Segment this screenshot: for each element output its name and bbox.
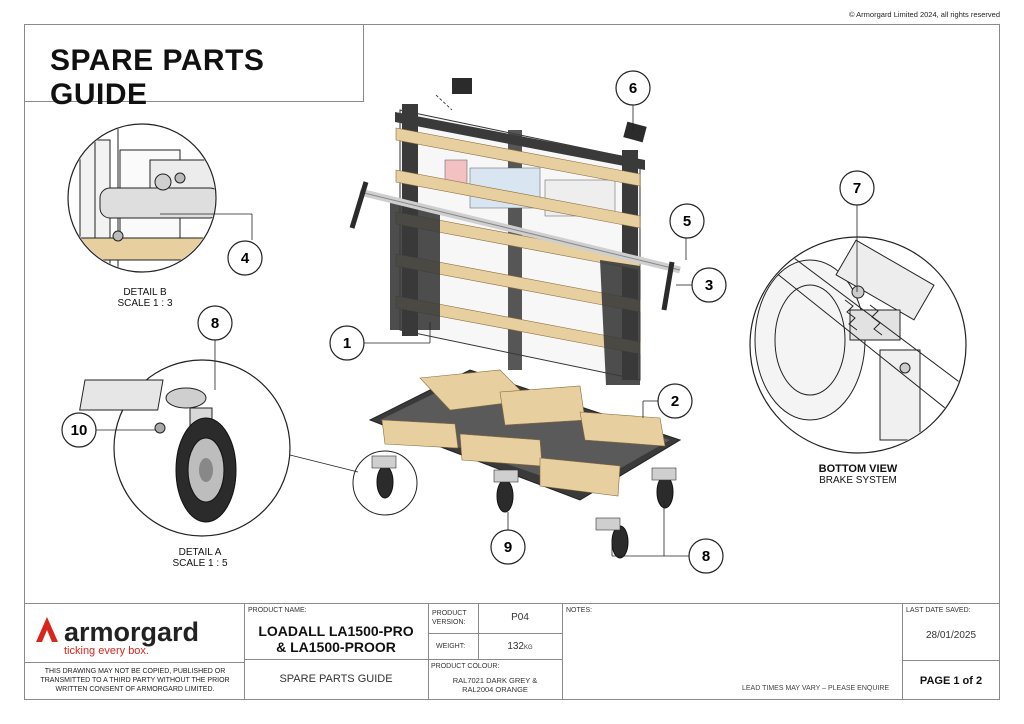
svg-text:armorgard: armorgard xyxy=(64,617,199,647)
bottom-view-label: BOTTOM VIEW xyxy=(818,463,898,475)
product-colour: RAL7021 DARK GREY & RAL2004 ORANGE xyxy=(452,676,538,694)
detail-b-view xyxy=(67,123,217,273)
last-saved-label: LAST DATE SAVED: xyxy=(906,607,971,614)
callout-8-main: 8 xyxy=(688,538,724,574)
svg-text:10: 10 xyxy=(71,422,88,439)
detail-a-caption: DETAIL A SCALE 1 : 5 xyxy=(155,547,245,569)
callout-1: 1 xyxy=(329,325,365,361)
svg-text:ticking every box.: ticking every box. xyxy=(64,645,149,657)
page-number: PAGE 1 of 2 xyxy=(919,675,983,687)
doc-type: SPARE PARTS GUIDE xyxy=(279,673,393,685)
callout-3: 3 xyxy=(691,267,727,303)
product-version: P04 xyxy=(511,612,529,623)
lead-times-note: LEAD TIMES MAY VARY – PLEASE ENQUIRE xyxy=(742,685,890,692)
weight-label: WEIGHT: xyxy=(436,643,466,650)
callout-10: 10 xyxy=(61,412,97,448)
detail-a-view xyxy=(79,359,291,537)
product-version-label: PRODUCT VERSION: xyxy=(432,610,467,626)
product-colour-label: PRODUCT COLOUR: xyxy=(431,663,500,670)
svg-text:6: 6 xyxy=(629,80,637,97)
callout-5: 5 xyxy=(669,203,705,239)
bottom-view-sublabel: BRAKE SYSTEM xyxy=(819,475,897,486)
detail-a-scale: SCALE 1 : 5 xyxy=(172,558,228,569)
product-name-line2: & LA1500-PROOR xyxy=(276,639,396,655)
bottom-view-caption: BOTTOM VIEW BRAKE SYSTEM xyxy=(798,463,918,486)
svg-text:9: 9 xyxy=(504,539,512,556)
trolley-base xyxy=(352,369,682,559)
callout-6: 6 xyxy=(615,70,651,106)
svg-text:7: 7 xyxy=(853,180,861,197)
bottom-view xyxy=(749,236,967,454)
detail-b-caption: DETAIL B SCALE 1 : 3 xyxy=(100,287,190,309)
drawing-frame xyxy=(24,24,1000,700)
copyright-notice: © Armorgard Limited 2024, all rights res… xyxy=(848,10,1000,19)
callout-7: 7 xyxy=(839,170,875,206)
last-saved-date: 28/01/2025 xyxy=(925,630,977,641)
detail-b-label: DETAIL B xyxy=(123,287,167,298)
svg-text:2: 2 xyxy=(671,393,679,410)
armorgard-logo-icon: armorgard ticking every box. xyxy=(36,617,199,657)
notes-label: NOTES: xyxy=(566,607,593,614)
callouts: 1 2 3 4 5 6 7 8 8 9 10 xyxy=(61,70,875,574)
svg-text:5: 5 xyxy=(683,213,691,230)
weight-value: 132KG xyxy=(507,641,533,652)
callout-2: 2 xyxy=(657,383,693,419)
callout-9: 9 xyxy=(490,529,526,565)
disclaimer: THIS DRAWING MAY NOT BE COPIED, PUBLISHE… xyxy=(40,668,230,693)
callout-8-detail: 8 xyxy=(197,305,233,341)
svg-text:4: 4 xyxy=(241,250,250,267)
detail-a-label: DETAIL A xyxy=(178,547,222,558)
page-title: SPARE PARTS GUIDE xyxy=(50,44,265,111)
callout-4: 4 xyxy=(227,240,263,276)
product-name-label: PRODUCT NAME: xyxy=(248,607,307,614)
title-box: SPARE PARTS GUIDE xyxy=(24,24,364,111)
svg-text:1: 1 xyxy=(343,335,351,352)
product-name: LOADALL LA1500-PRO & LA1500-PROOR xyxy=(246,623,426,655)
brand-logo: armorgard ticking every box. xyxy=(34,614,239,658)
trolley-aframe xyxy=(349,78,681,385)
detail-b-scale: SCALE 1 : 3 xyxy=(117,298,173,309)
leader-lines xyxy=(96,94,858,557)
svg-text:8: 8 xyxy=(211,315,219,332)
svg-text:3: 3 xyxy=(705,277,713,294)
title-block xyxy=(24,603,1000,701)
svg-text:8: 8 xyxy=(702,548,710,565)
product-name-line1: LOADALL LA1500-PRO xyxy=(258,623,414,639)
